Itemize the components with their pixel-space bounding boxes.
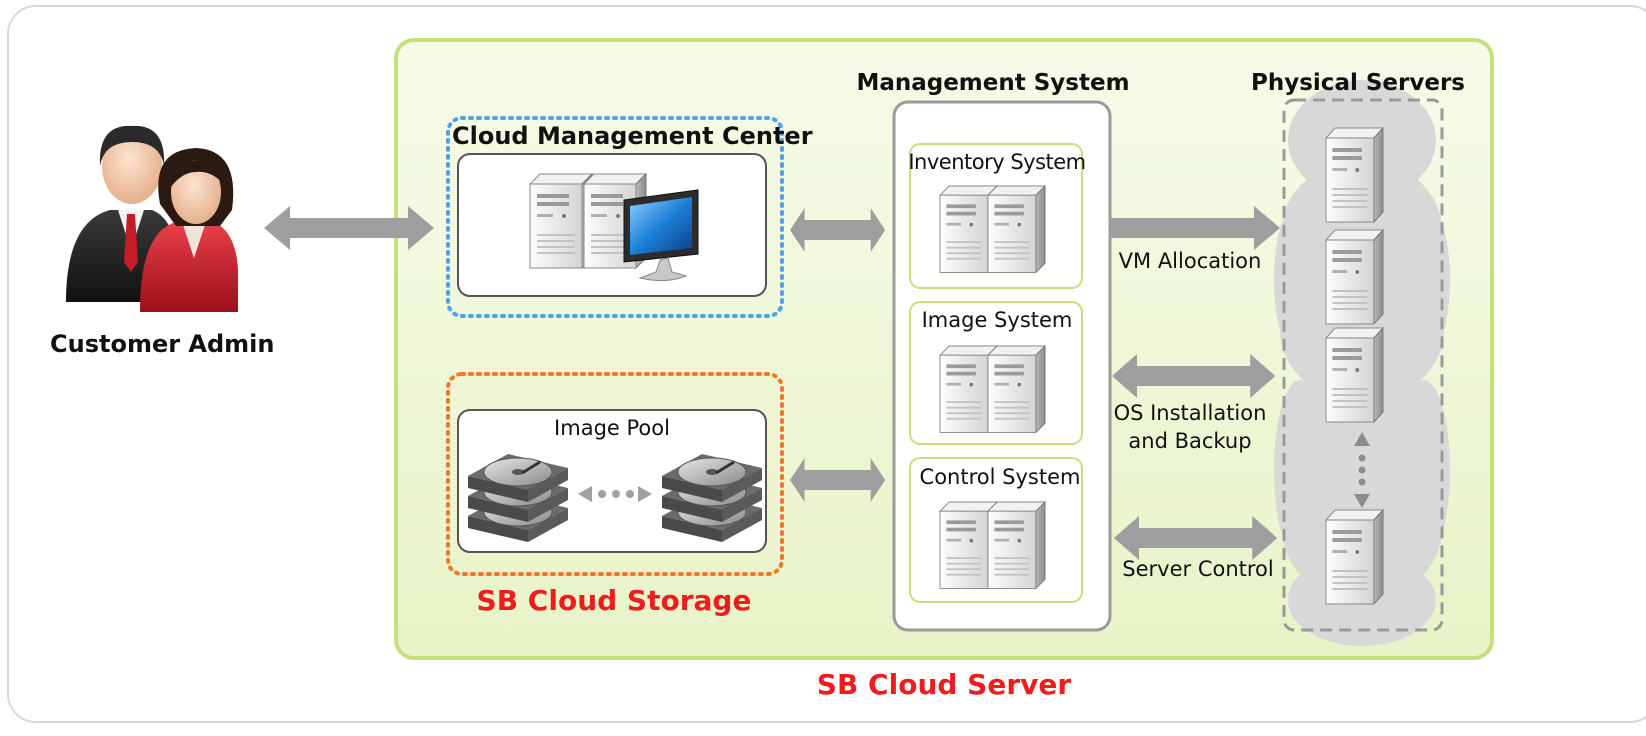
server-control-label: Server Control [1122,557,1274,581]
server-ellipsis [1354,432,1370,508]
image-pool-title: Image Pool [554,416,670,440]
management-system-title: Management System [856,70,1130,96]
inventory-servers-icon [939,185,1046,273]
image-servers-icon [939,345,1046,433]
cloud-storage-title: SB Cloud Storage [476,584,752,617]
image-system-label: Image System [921,308,1073,332]
physical-servers-title: Physical Servers [1251,70,1465,96]
control-system-label: Control System [919,465,1081,489]
vm-allocation-arrow [1110,206,1280,250]
cloud-storage-frame [446,372,784,576]
os-installation-label: OS Installation [1113,401,1267,425]
os-backup-label: and Backup [1128,429,1252,453]
customer-admin-icon [66,125,238,312]
cloud-server-title: SB Cloud Server [816,668,1072,701]
cloud-management-frame [446,116,784,318]
inventory-system-label: Inventory System [908,150,1086,174]
physical-servers-cloud [1274,80,1450,646]
physical-servers-frame [1282,98,1444,632]
cloud-management-center-title: Cloud Management Center [452,122,813,150]
vm-allocation-label: VM Allocation [1118,249,1262,273]
customer-admin-label: Customer Admin [50,330,275,358]
cloud-management-icon [529,173,699,282]
control-servers-icon [939,501,1046,589]
physical-server-icons [1325,127,1384,605]
ellipsis-arrow [578,486,652,502]
